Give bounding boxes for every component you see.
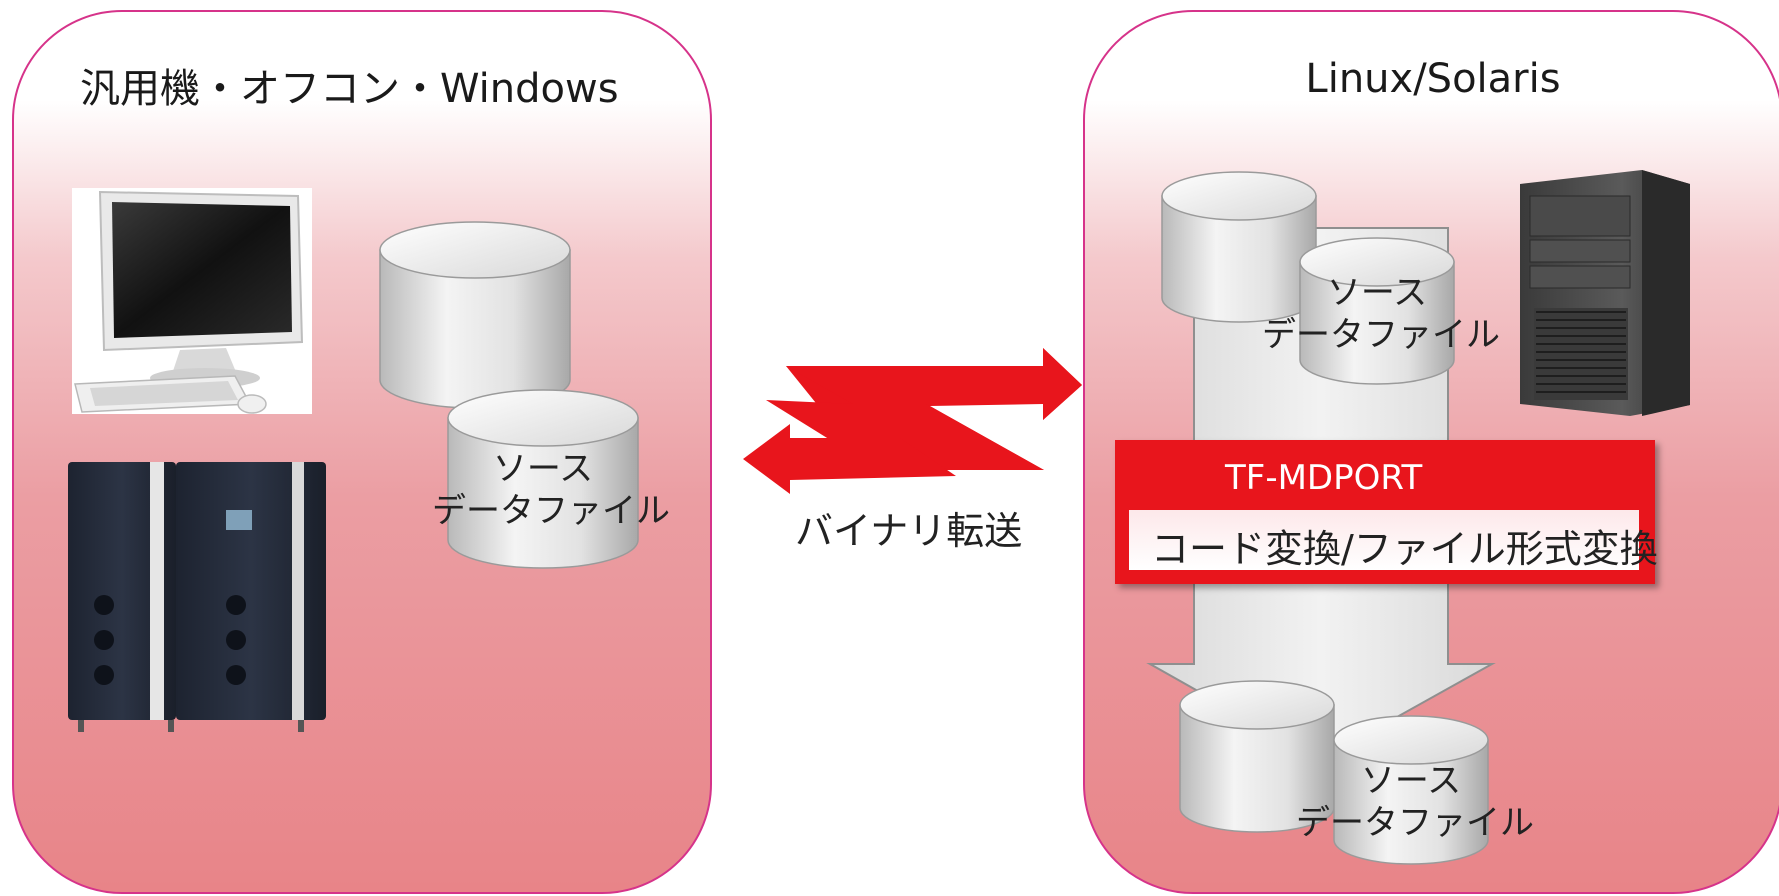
converter-function-box: コード変換/ファイル形式変換: [1129, 510, 1658, 571]
database-cylinder-icon: [1299, 237, 1455, 385]
left-source-line2: データファイル: [432, 491, 670, 531]
mainframe-icon: [68, 462, 326, 732]
converter-box: TF-MDPORT コード変換/ファイル形式変換: [1115, 440, 1658, 584]
right-source-label: ソース データファイル: [1262, 272, 1500, 356]
transfer-label: バイナリ転送: [795, 509, 1023, 553]
database-cylinder-icon: [1179, 680, 1335, 833]
right-output-line2: データファイル: [1296, 803, 1534, 843]
right-output-label: ソース データファイル: [1296, 760, 1534, 844]
right-source-line1: ソース: [1326, 273, 1428, 313]
converter-function: コード変換/ファイル形式変換: [1151, 527, 1658, 571]
converter-name: TF-MDPORT: [1225, 458, 1423, 498]
lightning-arrow-icon: [743, 348, 1082, 494]
desktop-pc-icon: [72, 188, 312, 414]
database-cylinder-icon: [447, 389, 639, 569]
left-source-line1: ソース: [492, 449, 594, 489]
left-source-label: ソース データファイル: [432, 448, 670, 532]
database-cylinder-icon: [1161, 171, 1317, 323]
right-source-line2: データファイル: [1262, 315, 1500, 355]
database-cylinder-icon: [1333, 715, 1489, 865]
right-panel-title: Linux/Solaris: [1305, 56, 1561, 102]
tower-server-icon: [1520, 170, 1690, 416]
left-panel-title: 汎用機・オフコン・Windows: [80, 66, 619, 112]
database-cylinder-icon: [379, 221, 571, 409]
right-output-line1: ソース: [1360, 761, 1462, 801]
